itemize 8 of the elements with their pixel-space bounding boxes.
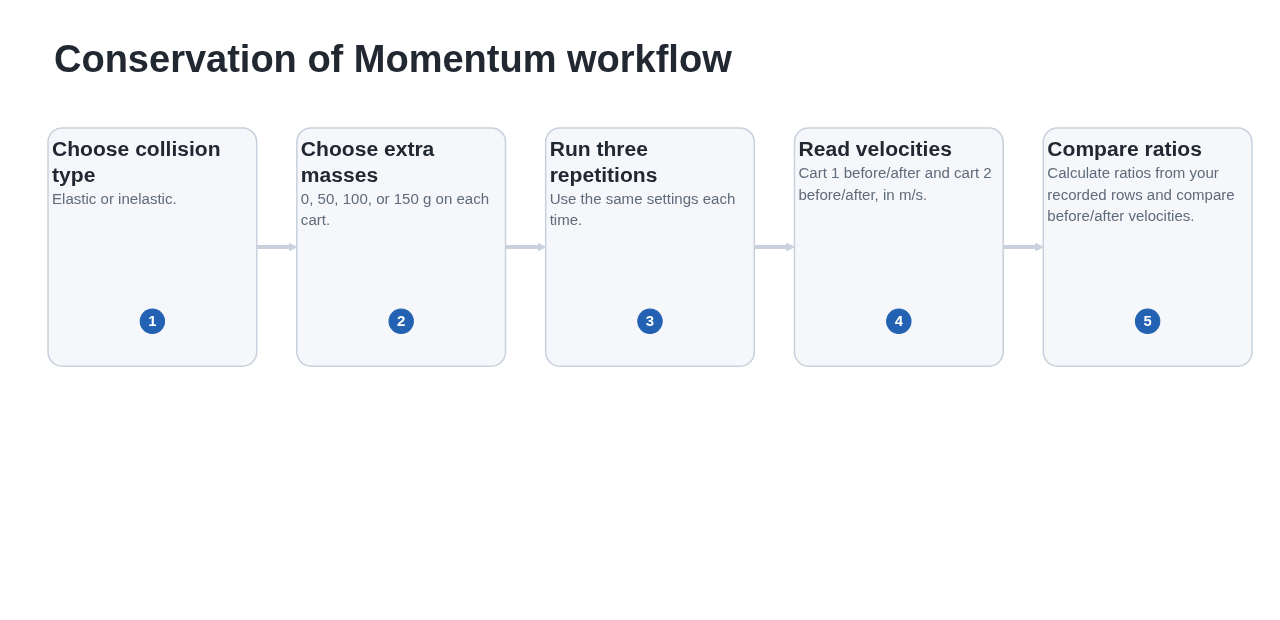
diagram-title: Conservation of Momentum workflow <box>54 38 732 81</box>
node-circle: 3 <box>637 308 663 335</box>
node-circle: 2 <box>388 308 414 335</box>
node-circle: 4 <box>886 308 912 335</box>
arrow <box>1003 242 1044 252</box>
node-circle: 5 <box>1134 308 1161 335</box>
arrow <box>754 242 795 252</box>
node-circle: 1 <box>139 308 166 335</box>
